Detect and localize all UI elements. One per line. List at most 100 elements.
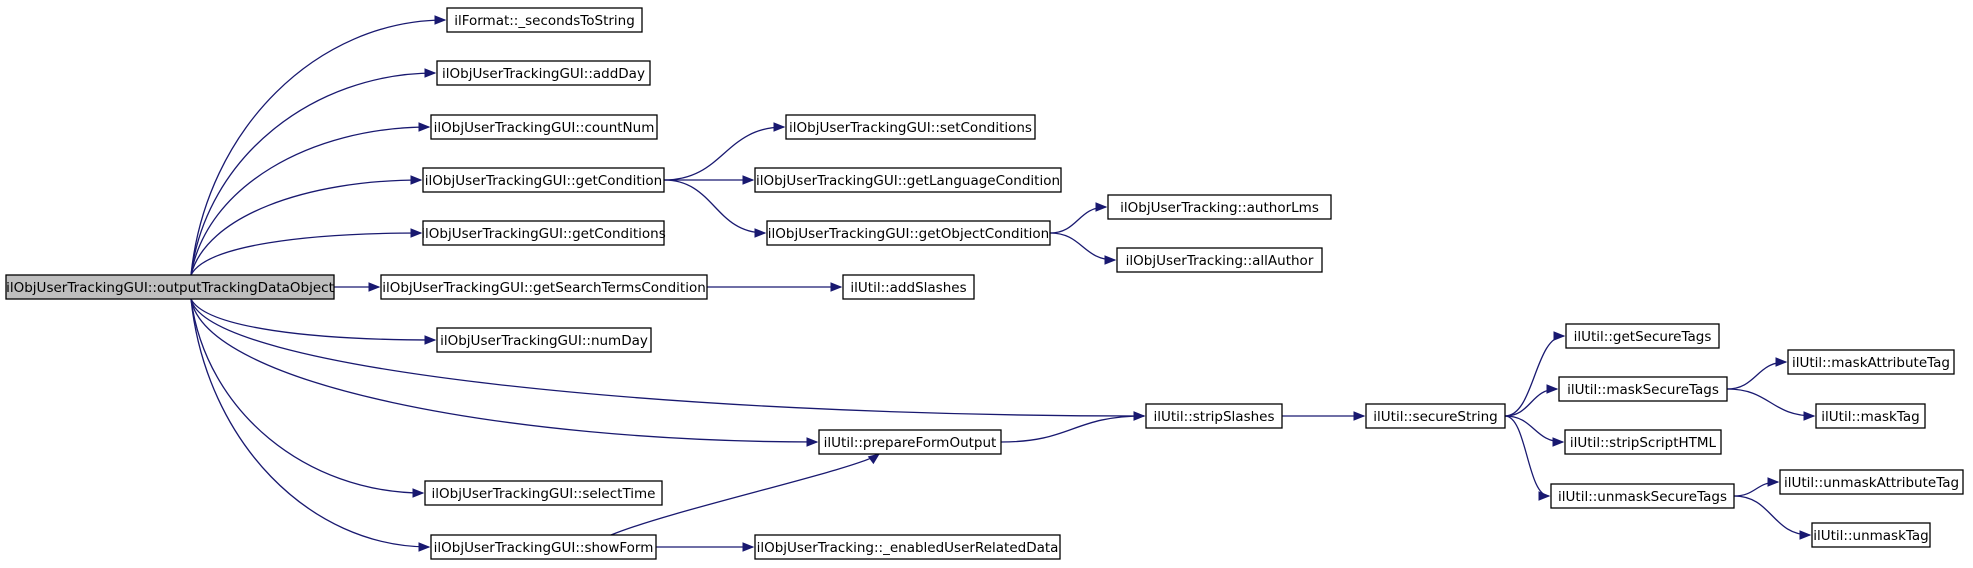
node-prepare[interactable]: ilUtil::prepareFormOutput [818, 429, 1002, 455]
node-label-countNum: ilObjUserTrackingGUI::countNum [434, 120, 655, 136]
node-box-getSecureTags[interactable] [1565, 323, 1720, 349]
node-getSearch[interactable]: ilObjUserTrackingGUI::getSearchTermsCond… [380, 274, 708, 300]
node-box-setConditions[interactable] [785, 114, 1036, 140]
edge-getCondition-to-setConditions [663, 126, 785, 181]
node-label-showForm: ilObjUserTrackingGUI::showForm [434, 540, 654, 556]
node-label-secureString: ilUtil::secureString [1373, 409, 1497, 425]
node-box-maskSecure[interactable] [1558, 376, 1728, 402]
edge-getCondition-to-getObj [663, 179, 766, 234]
node-label-enabled: ilObjUserTracking::_enabledUserRelatedDa… [757, 540, 1059, 556]
edge-showForm-to-enabled-arrowhead [742, 542, 755, 552]
node-label-unmaskSecure: ilUtil::unmaskSecureTags [1558, 489, 1727, 505]
node-maskTag[interactable]: ilUtil::maskTag [1815, 403, 1926, 429]
edge-secureString-to-getSecureTags [1504, 335, 1565, 417]
edge-root-to-getSearch-arrowhead [368, 282, 381, 292]
node-label-getSecureTags: ilUtil::getSecureTags [1574, 329, 1712, 345]
node-countNum[interactable]: ilObjUserTrackingGUI::countNum [430, 114, 658, 140]
edge-getCondition-to-getLang-arrowhead [742, 175, 755, 185]
edge-getObj-to-allAuthor-arrowhead [1104, 255, 1117, 265]
node-box-allAuthor[interactable] [1116, 247, 1323, 273]
edge-root-to-numDay-arrowhead [424, 335, 437, 345]
node-box-maskTag[interactable] [1815, 403, 1926, 429]
node-box-unmaskSecure[interactable] [1550, 483, 1735, 509]
node-label-root: ilObjUserTrackingGUI::outputTrackingData… [6, 280, 334, 296]
node-addSlashes[interactable]: ilUtil::addSlashes [842, 274, 975, 300]
node-label-numDay: ilObjUserTrackingGUI::numDay [440, 333, 648, 349]
node-secToStr[interactable]: ilFormat::_secondsToString [446, 7, 643, 33]
node-selectTime[interactable]: ilObjUserTrackingGUI::selectTime [424, 480, 663, 506]
node-box-unmaskAttr[interactable] [1779, 469, 1964, 495]
edge-stripSlashes-to-secureString-arrowhead [1353, 411, 1366, 421]
node-box-stripSlashes[interactable] [1145, 403, 1283, 429]
edges-layer [190, 15, 1816, 552]
node-maskAttr[interactable]: ilUtil::maskAttributeTag [1787, 349, 1955, 375]
node-box-getCondition[interactable] [422, 167, 665, 193]
edge-showForm-to-prepare-arrowhead [867, 453, 881, 465]
node-label-stripSlashes: ilUtil::stripSlashes [1154, 409, 1275, 425]
node-box-enabled[interactable] [754, 534, 1061, 560]
node-box-getObj[interactable] [766, 220, 1051, 246]
node-getCondition[interactable]: ilObjUserTrackingGUI::getCondition [422, 167, 665, 193]
node-enabled[interactable]: ilObjUserTracking::_enabledUserRelatedDa… [754, 534, 1061, 560]
edge-root-to-secToStr [190, 19, 446, 276]
node-getSecureTags[interactable]: ilUtil::getSecureTags [1565, 323, 1720, 349]
edge-root-to-selectTime [190, 298, 424, 494]
node-addDay[interactable]: ilObjUserTrackingGUI::addDay [436, 60, 651, 86]
node-setConditions[interactable]: ilObjUserTrackingGUI::setConditions [785, 114, 1036, 140]
node-label-maskSecure: ilUtil::maskSecureTags [1567, 382, 1719, 398]
node-label-unmaskTag: ilUtil::unmaskTag [1813, 528, 1929, 544]
node-box-selectTime[interactable] [424, 480, 663, 506]
node-showForm[interactable]: ilObjUserTrackingGUI::showForm [430, 534, 657, 560]
node-authorLms[interactable]: ilObjUserTracking::authorLms [1107, 194, 1332, 220]
node-box-secToStr[interactable] [446, 7, 643, 33]
node-label-getObj: ilObjUserTrackingGUI::getObjectCondition [768, 226, 1049, 242]
node-box-getConditions[interactable] [422, 220, 665, 246]
node-label-maskTag: ilUtil::maskTag [1821, 409, 1919, 425]
edge-root-to-getCondition [190, 179, 422, 276]
node-box-getLang[interactable] [754, 167, 1062, 193]
node-box-authorLms[interactable] [1107, 194, 1332, 220]
node-getConditions[interactable]: ilObjUserTrackingGUI::getConditions [421, 220, 666, 246]
node-numDay[interactable]: ilObjUserTrackingGUI::numDay [436, 327, 652, 353]
node-box-maskAttr[interactable] [1787, 349, 1955, 375]
node-box-getSearch[interactable] [380, 274, 708, 300]
edge-secureString-to-unmaskSecure-arrowhead [1538, 491, 1551, 501]
edge-prepare-to-stripSlashes [1000, 415, 1145, 443]
node-allAuthor[interactable]: ilObjUserTracking::allAuthor [1116, 247, 1323, 273]
node-label-selectTime: ilObjUserTrackingGUI::selectTime [432, 486, 656, 502]
node-label-addDay: ilObjUserTrackingGUI::addDay [442, 66, 645, 82]
edge-root-to-prepare-arrowhead [806, 437, 819, 447]
node-unmaskAttr[interactable]: ilUtil::unmaskAttributeTag [1779, 469, 1964, 495]
node-box-showForm[interactable] [430, 534, 657, 560]
node-label-setConditions: ilObjUserTrackingGUI::setConditions [789, 120, 1032, 136]
node-box-numDay[interactable] [436, 327, 652, 353]
node-box-root[interactable] [5, 274, 335, 300]
node-secureString[interactable]: ilUtil::secureString [1365, 403, 1506, 429]
node-getLang[interactable]: ilObjUserTrackingGUI::getLanguageConditi… [754, 167, 1062, 193]
edge-maskSecure-to-maskAttr-arrowhead [1775, 357, 1788, 367]
node-label-secToStr: ilFormat::_secondsToString [454, 13, 635, 29]
node-maskSecure[interactable]: ilUtil::maskSecureTags [1558, 376, 1728, 402]
edge-showForm-to-prepare [610, 453, 880, 536]
edge-secureString-to-getSecureTags-arrowhead [1553, 331, 1566, 341]
node-label-addSlashes: ilUtil::addSlashes [850, 280, 966, 296]
node-box-secureString[interactable] [1365, 403, 1506, 429]
node-unmaskSecure[interactable]: ilUtil::unmaskSecureTags [1550, 483, 1735, 509]
edge-root-to-prepare [190, 298, 818, 443]
node-box-prepare[interactable] [818, 429, 1002, 455]
edge-root-to-addDay [190, 72, 436, 276]
node-box-addSlashes[interactable] [842, 274, 975, 300]
node-stripSlashes[interactable]: ilUtil::stripSlashes [1145, 403, 1283, 429]
node-root[interactable]: ilObjUserTrackingGUI::outputTrackingData… [5, 274, 335, 300]
node-box-unmaskTag[interactable] [1811, 522, 1931, 548]
node-stripScript[interactable]: ilUtil::stripScriptHTML [1564, 429, 1722, 455]
edge-maskSecure-to-maskTag-arrowhead [1803, 411, 1816, 421]
node-getObj[interactable]: ilObjUserTrackingGUI::getObjectCondition [766, 220, 1051, 246]
edge-root-to-showForm [190, 298, 430, 548]
edge-unmaskSecure-to-unmaskTag-arrowhead [1799, 530, 1812, 540]
node-box-stripScript[interactable] [1564, 429, 1722, 455]
node-unmaskTag[interactable]: ilUtil::unmaskTag [1811, 522, 1931, 548]
node-box-addDay[interactable] [436, 60, 651, 86]
edge-root-to-getConditions [190, 232, 422, 276]
node-box-countNum[interactable] [430, 114, 658, 140]
